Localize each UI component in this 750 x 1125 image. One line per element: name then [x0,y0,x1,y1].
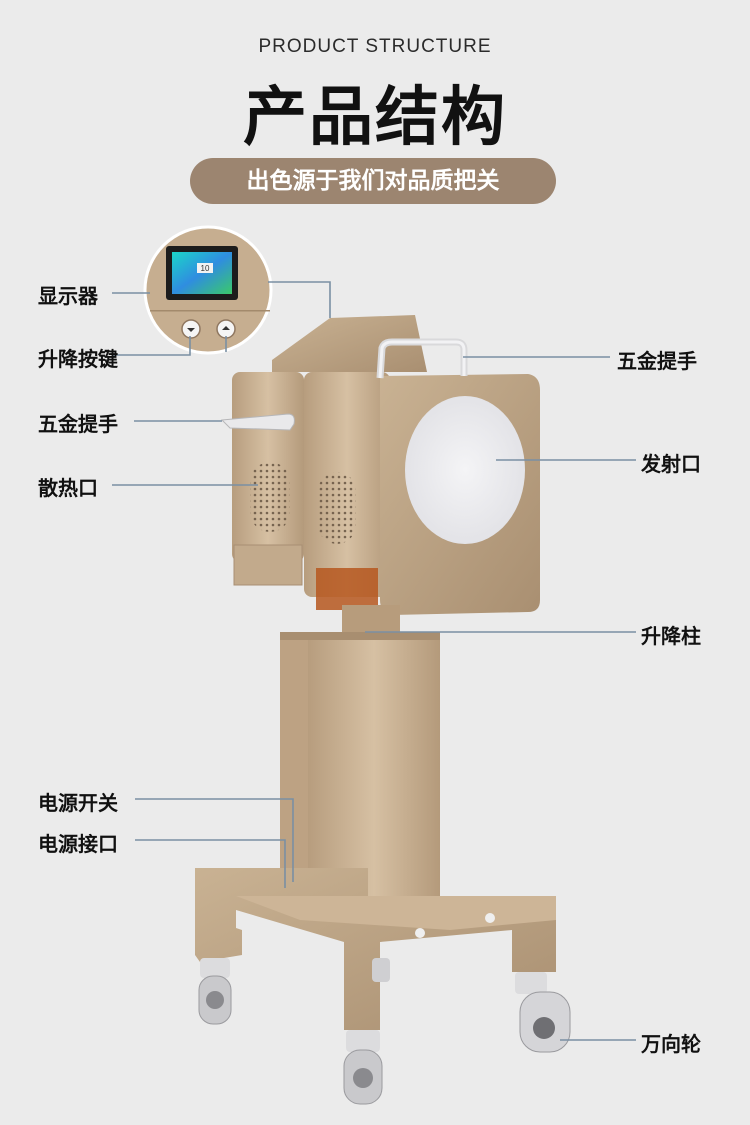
page-title: 产品结构 [243,81,507,155]
screen-value: 10 [201,264,210,273]
label-lift-column: 升降柱 [641,624,701,648]
caster-front-center [343,1030,383,1105]
label-display: 显示器 [38,284,98,308]
inset-detail: 10 [143,225,273,355]
slogan-badge: 出色源于我们对品质把关 [190,158,556,204]
label-vent: 散热口 [38,476,98,500]
caster-front-left [198,958,232,1025]
label-handle-left: 五金提手 [38,412,118,436]
label-power-switch: 电源开关 [38,791,118,815]
label-power-port: 电源接口 [38,832,118,856]
callout-lines [112,281,636,1041]
label-handle-right: 五金提手 [617,349,697,373]
caster-rear-left [372,958,390,982]
label-caster: 万向轮 [641,1032,701,1056]
label-lift-buttons: 升降按键 [38,347,118,371]
caster-rear-right [515,972,571,1053]
label-emitter: 发射口 [641,452,701,476]
emitter-window [405,396,525,544]
english-subtitle: PRODUCT STRUCTURE [258,36,492,57]
